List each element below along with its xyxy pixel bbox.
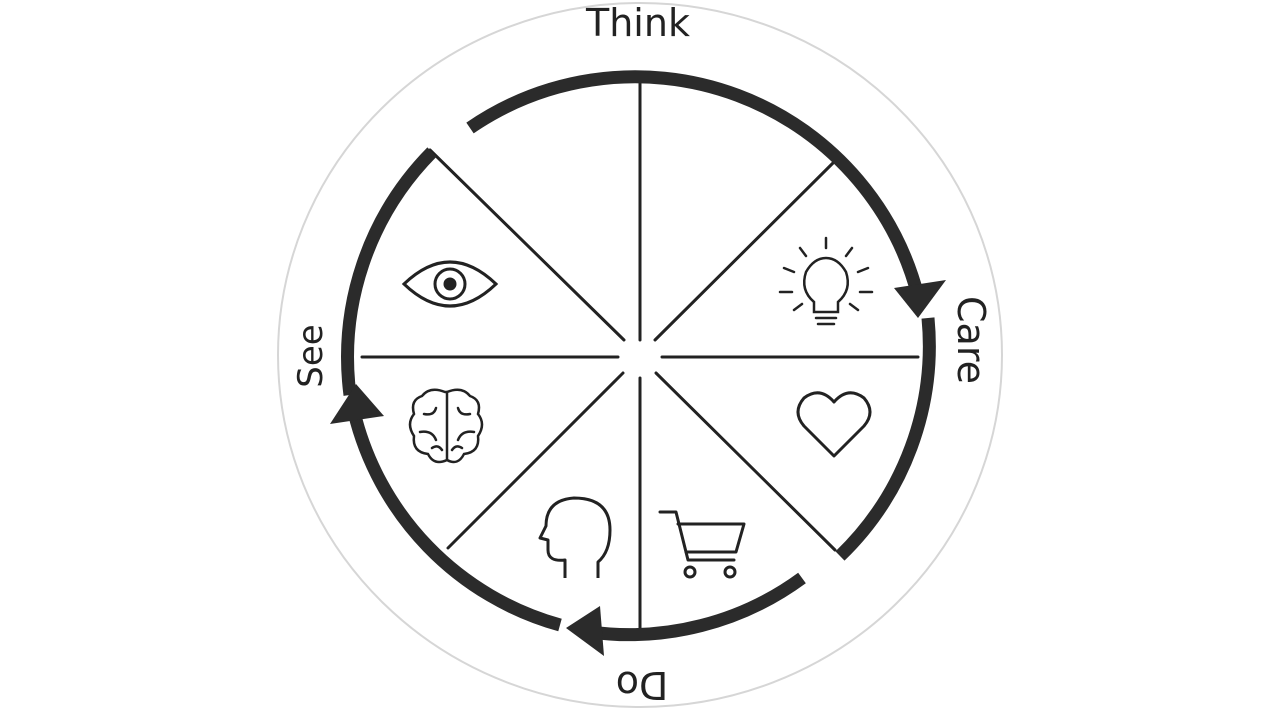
heart-icon [796, 391, 872, 458]
label-see: See [291, 324, 331, 387]
wheel-spokes [360, 76, 920, 632]
spoke-bottom-right [654, 371, 837, 552]
see-arc-upper [341, 147, 437, 396]
do-arrowhead [566, 606, 604, 656]
see-arrowhead [330, 384, 384, 424]
shopping-cart-icon [658, 510, 746, 579]
label-think: Think [585, 1, 690, 45]
care-arc [835, 317, 936, 561]
think-arc [466, 70, 925, 298]
cycle-arcs [341, 70, 936, 642]
lightbulb-icon [778, 236, 874, 326]
see-arc-lower [347, 410, 562, 632]
arrowheads [330, 280, 946, 656]
label-care: Care [949, 296, 993, 384]
label-do: Do [616, 663, 669, 707]
spoke-top-right [653, 158, 838, 342]
brain-icon [408, 388, 484, 464]
think-arrowhead [894, 280, 946, 318]
do-arc [589, 572, 806, 642]
spoke-top-left [428, 148, 626, 342]
eye-icon [401, 260, 499, 308]
spoke-bottom-left [446, 371, 625, 550]
head-profile-icon [538, 496, 612, 578]
